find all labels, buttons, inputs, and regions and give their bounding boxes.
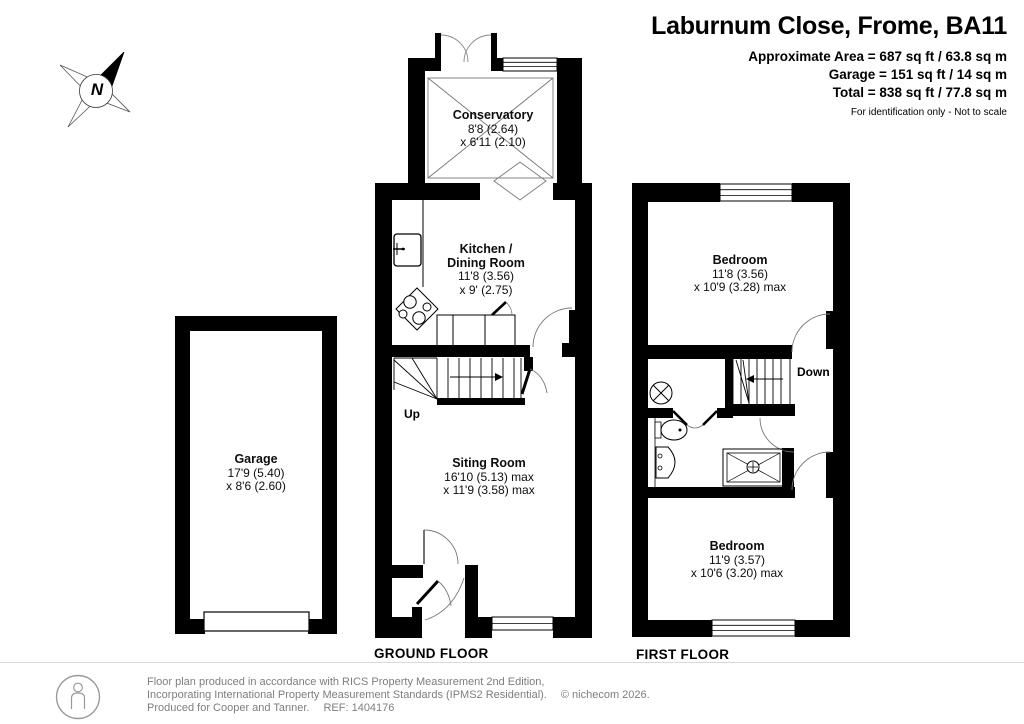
page-title: Laburnum Close, Frome, BA11: [651, 12, 1007, 40]
bathroom-bifold-door: [672, 410, 718, 429]
garage-plan: [175, 316, 337, 634]
compass-north-label: N: [90, 80, 104, 99]
approximate-area: Approximate Area = 687 sq ft / 63.8 sq m: [748, 49, 1007, 64]
room-label-kitchen: Kitchen / Dining Room 11'8 (3.56) x 9' (…: [447, 242, 525, 297]
water-tank-icon: [649, 381, 673, 405]
room-label-bedroom1: Bedroom 11'8 (3.56) x 10'9 (3.28) max: [693, 253, 787, 294]
sitting-room-window: [491, 616, 554, 638]
stairs-up: [393, 357, 522, 400]
footer-line1: Floor plan produced in accordance with R…: [147, 676, 545, 688]
conservatory-glazing: [427, 77, 554, 179]
footer-ref: REF: 1404176: [323, 702, 395, 715]
basin-icon: [655, 446, 676, 479]
stairs-up-label: Up: [404, 407, 420, 421]
stair-hall-door: [520, 368, 548, 395]
footer-divider: [0, 662, 1024, 663]
cupboard-door: [491, 301, 513, 316]
toilet-icon: [654, 419, 688, 441]
bedroom1-door-arc: [791, 313, 831, 353]
total-area: Total = 838 sq ft / 77.8 sq m: [832, 85, 1007, 100]
conservatory-entry-doors: [440, 34, 492, 63]
room-label-garage: Garage 17'9 (5.40) x 8'6 (2.60): [226, 452, 286, 493]
footer-line3: Produced for Cooper and Tanner.: [147, 702, 310, 715]
bedroom2-window: [711, 619, 796, 637]
front-door: [415, 577, 465, 621]
first-floor-label: FIRST FLOOR: [636, 647, 730, 662]
compass-icon: [59, 51, 131, 128]
stairs-down-label: Down: [797, 365, 830, 379]
header: Laburnum Close, Frome, BA11 Approximate …: [651, 12, 1007, 118]
first-floor-plan: [632, 183, 850, 637]
hob-icon: [395, 287, 439, 331]
footer-copyright: © nichecom 2026.: [560, 689, 650, 702]
garage-door: [203, 611, 310, 632]
garage-area: Garage = 151 sq ft / 14 sq m: [828, 67, 1007, 82]
nichecom-logo-icon: [55, 674, 101, 720]
ground-floor-label: GROUND FLOOR: [374, 646, 489, 661]
stairs-down: [732, 359, 791, 404]
bedroom1-window: [719, 183, 793, 202]
room-label-sitting-room: Siting Room 16'10 (5.13) max x 11'9 (3.5…: [443, 456, 535, 497]
conservatory-kitchen-door: [493, 161, 547, 201]
footer-line2: Incorporating International Property Mea…: [147, 689, 547, 702]
kitchen-door-arc: [532, 307, 573, 348]
shower-icon: [722, 448, 785, 487]
footer: Floor plan produced in accordance with R…: [147, 676, 650, 716]
kitchen-counter: [436, 314, 516, 347]
disclaimer: For identification only - Not to scale: [850, 107, 1007, 118]
first-floor-walls: [632, 183, 850, 637]
bedroom2-door-arc: [791, 451, 831, 491]
conservatory-window: [502, 57, 558, 72]
sitting-room-door: [423, 529, 459, 565]
ground-floor-walls: [375, 33, 592, 638]
ground-floor-plan: [375, 33, 592, 638]
sink-icon: [393, 233, 422, 267]
bathroom-door-arc: [759, 417, 795, 453]
room-label-conservatory: Conservatory 8'8 (2.64) x 6'11 (2.10): [452, 108, 534, 149]
room-label-bedroom2: Bedroom 11'9 (3.57) x 10'6 (3.20) max: [690, 539, 784, 580]
